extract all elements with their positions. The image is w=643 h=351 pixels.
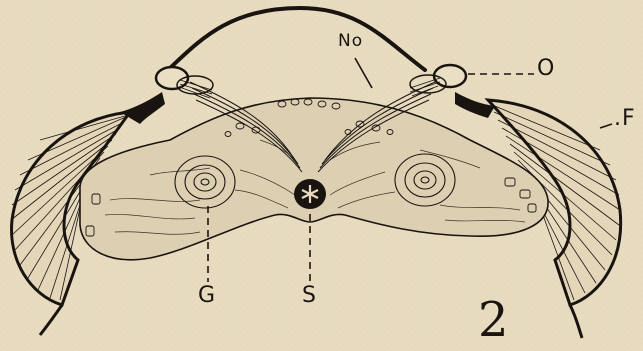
label-no: No (338, 33, 363, 50)
label-g: G (198, 285, 216, 307)
label-f: .F (614, 108, 636, 130)
central-canal (294, 179, 326, 209)
figure-number: 2 (478, 296, 510, 344)
label-o: O (537, 58, 555, 80)
label-s: S (302, 285, 317, 307)
